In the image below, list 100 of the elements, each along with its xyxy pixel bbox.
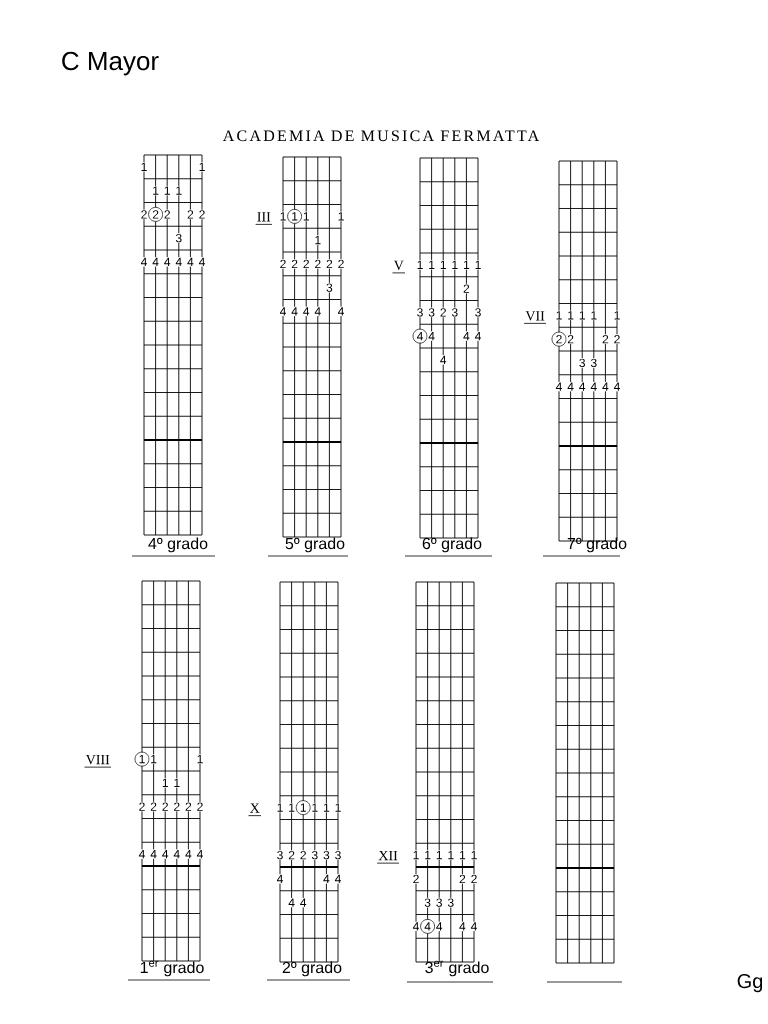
finger-number: 1 — [589, 310, 598, 321]
finger-number: 1 — [439, 260, 448, 270]
finger-number: 1 — [151, 185, 160, 196]
finger-number: 3 — [427, 307, 436, 318]
finger-number: 4 — [196, 849, 204, 859]
finger-number: 2 — [163, 209, 172, 220]
finger-number: 4 — [439, 355, 448, 365]
finger-number: 4 — [151, 257, 160, 267]
finger-number: 2 — [470, 874, 478, 884]
finger-number: 4 — [589, 381, 598, 392]
finger-number: 4 — [474, 331, 482, 341]
finger-number: 1 — [174, 185, 183, 196]
finger-number: 1 — [446, 850, 455, 860]
finger-number: 1 — [310, 802, 319, 813]
finger-number: 4 — [302, 306, 311, 317]
finger-number: 4 — [435, 921, 444, 932]
grade-label: 1$^{er}$ grado — [140, 960, 204, 977]
finger-number: 1 — [416, 260, 424, 270]
finger-number: 1 — [458, 850, 467, 860]
finger-number: 3 — [325, 282, 334, 293]
finger-number: 2 — [299, 850, 308, 860]
finger-number: 4 — [470, 921, 478, 932]
finger-number: 4 — [462, 331, 471, 341]
finger-number: 2 — [601, 334, 610, 344]
finger-number: 2 — [613, 334, 621, 344]
finger-number: 2 — [302, 259, 311, 269]
fretboard-grid — [555, 582, 615, 964]
finger-number: 2 — [439, 307, 448, 318]
finger-number: 1 — [613, 310, 621, 321]
finger-number: 3 — [474, 307, 482, 318]
finger-number: 4 — [174, 257, 183, 267]
handwritten-note: C Mayor — [62, 51, 159, 76]
finger-number: 3 — [446, 897, 455, 908]
finger-number: 1 — [474, 260, 482, 270]
finger-number: 2 — [462, 283, 471, 294]
finger-number: 4 — [322, 874, 331, 884]
finger-number: 3 — [322, 850, 331, 860]
finger-number: 1 — [412, 850, 420, 860]
finger-number: 2 — [313, 259, 322, 269]
finger-number: 3 — [423, 897, 432, 908]
finger-number: 4 — [198, 257, 206, 267]
grade-label: 5º grado — [285, 537, 345, 553]
finger-number: 4 — [412, 921, 420, 932]
finger-number: 4 — [555, 381, 563, 392]
finger-number: 1 — [566, 310, 575, 321]
finger-number: 3 — [334, 850, 342, 860]
finger-number: 1 — [276, 802, 284, 813]
finger-number: 1 — [149, 754, 158, 764]
finger-number: 4 — [287, 897, 296, 908]
finger-number: 1 — [470, 850, 478, 860]
finger-number: 4 — [276, 874, 284, 884]
finger-number: 4 — [279, 306, 287, 317]
finger-number: 1 — [337, 211, 345, 222]
finger-number: 4 — [290, 306, 299, 317]
position-numeral: III — [255, 212, 273, 225]
finger-number: 4 — [172, 849, 181, 859]
finger-number: 1 — [435, 850, 444, 860]
finger-number: 2 — [186, 209, 195, 220]
finger-number: 1 — [555, 310, 563, 321]
finger-number: 3 — [435, 897, 444, 908]
grade-label: 3$^{er}$ grado — [425, 960, 489, 977]
finger-number: 2 — [412, 874, 420, 884]
finger-number: 4 — [578, 381, 587, 392]
finger-number: 1 — [196, 754, 204, 764]
finger-number: 1 — [172, 778, 181, 788]
finger-number: 2 — [566, 334, 575, 344]
finger-number: 1 — [423, 850, 432, 860]
finger-number: 4 — [334, 874, 342, 884]
position-numeral: VIII — [84, 754, 112, 768]
finger-number: 2 — [184, 801, 193, 812]
finger-number: 2 — [337, 259, 345, 269]
finger-number: 3 — [416, 307, 424, 318]
position-numeral: V — [392, 260, 406, 274]
finger-number: 2 — [196, 801, 204, 812]
finger-number: 1 — [313, 235, 322, 245]
finger-number: 4 — [566, 381, 575, 392]
finger-number: 4 — [184, 849, 193, 859]
finger-number: 2 — [290, 259, 299, 269]
finger-number: 2 — [140, 209, 148, 220]
finger-number: 1 — [279, 211, 287, 222]
finger-number: 1 — [450, 260, 459, 270]
position-numeral: XII — [376, 850, 400, 864]
finger-number: 3 — [578, 358, 587, 368]
finger-number: 4 — [299, 897, 308, 908]
finger-number: 2 — [458, 874, 467, 884]
finger-number: 3 — [174, 233, 183, 243]
finger-number: 1 — [140, 162, 148, 172]
grade-label: 7º grado — [567, 537, 627, 553]
finger-number: 2 — [287, 850, 296, 860]
finger-number: 4 — [613, 381, 621, 392]
position-numeral: VII — [523, 311, 547, 324]
finger-number: 1 — [287, 802, 296, 813]
finger-number: 2 — [138, 801, 146, 812]
finger-number: 2 — [279, 259, 287, 269]
finger-number: 3 — [276, 850, 284, 860]
initials: Gg — [737, 974, 763, 993]
finger-number: 4 — [186, 257, 195, 267]
grade-label: 6º grado — [422, 537, 482, 553]
finger-number: 1 — [163, 185, 172, 196]
finger-number: 4 — [601, 381, 610, 392]
